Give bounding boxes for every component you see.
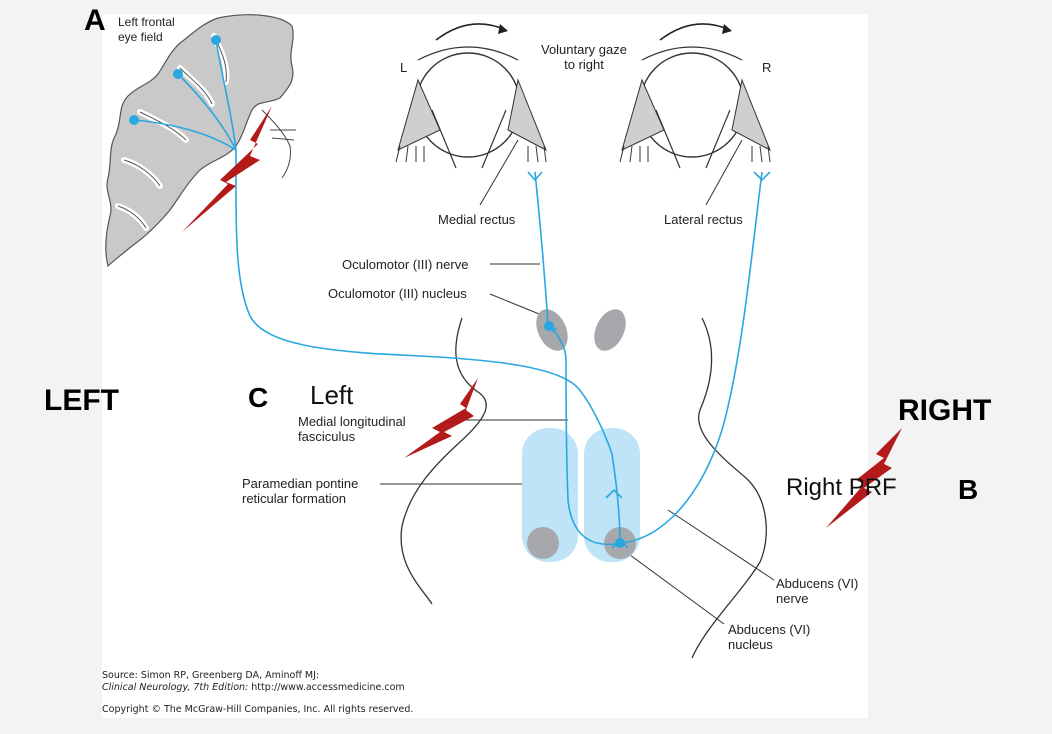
side-left-label: LEFT bbox=[44, 384, 119, 417]
abducens-nerve-label: Abducens (VI) nerve bbox=[776, 576, 859, 606]
marker-b: B bbox=[958, 474, 979, 505]
abducens-nucleus-label: Abducens (VI) nucleus bbox=[728, 622, 811, 652]
right-eye bbox=[619, 23, 771, 169]
gaze-pathway bbox=[133, 39, 771, 549]
source-book-title: Clinical Neurology, 7th Edition: bbox=[102, 682, 249, 693]
source-line-2: Clinical Neurology, 7th Edition: http://… bbox=[102, 682, 405, 693]
pprf-label: Paramedian pontine reticular formation bbox=[242, 476, 359, 506]
lesion-bolt-b bbox=[826, 428, 902, 528]
overlay-left-label: Left bbox=[310, 380, 354, 410]
lesion-bolts bbox=[182, 106, 902, 528]
copyright-line: Copyright © The McGraw-Hill Companies, I… bbox=[102, 704, 414, 715]
source-url: http://www.accessmedicine.com bbox=[248, 682, 405, 693]
voluntary-gaze-label: Voluntary gaze to right bbox=[540, 42, 627, 72]
oculomotor-nucleus-right bbox=[594, 309, 626, 351]
lateral-rectus-label: Lateral rectus bbox=[664, 212, 743, 227]
eye-right-label: R bbox=[762, 60, 772, 75]
side-right-label: RIGHT bbox=[898, 394, 992, 427]
marker-a: A bbox=[84, 4, 106, 37]
overlay-right-prf-label: Right PRF bbox=[786, 474, 897, 501]
leader-lines bbox=[380, 139, 775, 625]
eye-left-label: L bbox=[400, 60, 408, 75]
brainstem-outline bbox=[400, 317, 767, 659]
medial-rectus-label: Medial rectus bbox=[438, 212, 516, 227]
mlf-label: Medial longitudinal fasciculus bbox=[298, 414, 406, 444]
left-eye bbox=[395, 23, 547, 169]
pathway-dots bbox=[129, 35, 625, 548]
oculomotor-nucleus-label: Oculomotor (III) nucleus bbox=[328, 286, 467, 301]
abducens-nucleus-left bbox=[527, 527, 559, 559]
marker-c: C bbox=[248, 382, 269, 413]
frontal-cortex bbox=[105, 14, 296, 268]
frontal-eye-field-label: Left frontal eye field bbox=[118, 15, 175, 44]
oculomotor-nerve-label: Oculomotor (III) nerve bbox=[342, 257, 469, 272]
source-line-1: Source: Simon RP, Greenberg DA, Aminoff … bbox=[102, 670, 320, 681]
lesion-bolt-c bbox=[404, 378, 478, 458]
pprf-column-left bbox=[522, 428, 578, 562]
